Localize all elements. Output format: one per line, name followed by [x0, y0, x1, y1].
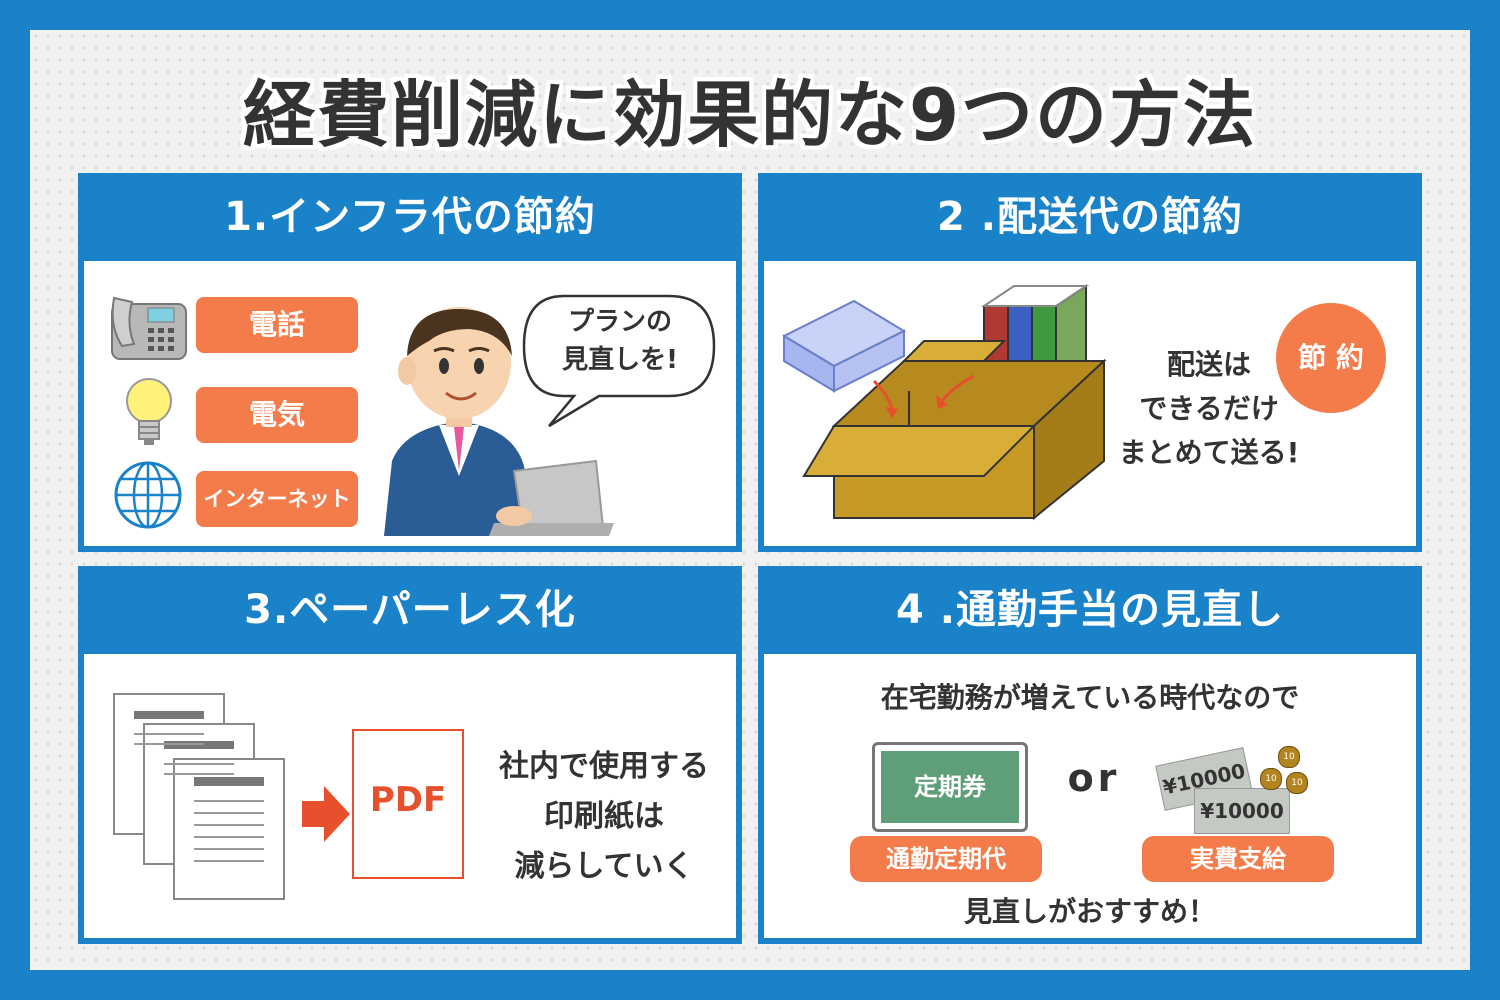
panel-commute: 4 .通勤手当の見直し 在宅勤務が増えている時代なので 定期券 or ¥1000…: [758, 566, 1422, 944]
panel-heading: 1.インフラ代の節約: [224, 194, 596, 240]
commuter-pass-label: 定期券: [881, 751, 1019, 823]
panel-heading: 3.ペーパーレス化: [244, 587, 576, 633]
option-commuter-pass-label: 通勤定期代: [850, 836, 1042, 882]
pdf-document-icon: [352, 729, 464, 879]
item-electricity-label: 電気: [196, 387, 358, 443]
page-title: 経費削減に効果的な9つの方法: [242, 73, 1258, 157]
shipping-advice-text: 配送は できるだけ まとめて送る!: [1118, 348, 1300, 469]
savings-badge: 節 約: [1276, 303, 1386, 413]
coin-icon: 10: [1286, 772, 1308, 794]
shipping-box-illustration: [781, 284, 1107, 521]
globe-icon: [114, 461, 182, 529]
commute-conclusion-text: 見直しがおすすめ！: [963, 895, 1216, 928]
phone-icon: [111, 296, 187, 360]
paperless-advice-text: 社内で使用する 印刷紙は 減らしていく: [499, 749, 709, 884]
option-actual-cost-label: 実費支給: [1142, 836, 1334, 882]
coin-icon: 10: [1278, 746, 1300, 768]
pdf-label: PDF: [369, 780, 447, 820]
item-phone-label: 電話: [196, 297, 358, 353]
or-text: or: [1067, 756, 1121, 800]
commute-intro-text: 在宅勤務が増えている時代なので: [880, 681, 1300, 714]
item-internet-label: インターネット: [196, 471, 358, 527]
commuter-pass-card: 定期券: [872, 742, 1028, 832]
banknote-2: ¥10000: [1194, 788, 1290, 834]
panel-infrastructure: 1.インフラ代の節約 電話: [78, 173, 742, 552]
businessman-illustration: [384, 307, 614, 536]
speech-bubble: [522, 294, 716, 428]
speech-bubble-text: プランの 見直しを!: [562, 307, 678, 375]
coin-icon: 10: [1260, 768, 1282, 790]
panel-paperless: 3.ペーパーレス化 PDF 社内で使用する 印刷紙は: [78, 566, 742, 944]
panel-heading: 2 .配送代の節約: [937, 194, 1243, 240]
panel-shipping: 2 .配送代の節約 節 約 配送は で: [758, 173, 1422, 552]
light-bulb-icon: [126, 378, 172, 445]
paper-documents-icon: [113, 693, 350, 900]
panel-heading: 4 .通勤手当の見直し: [896, 587, 1284, 633]
